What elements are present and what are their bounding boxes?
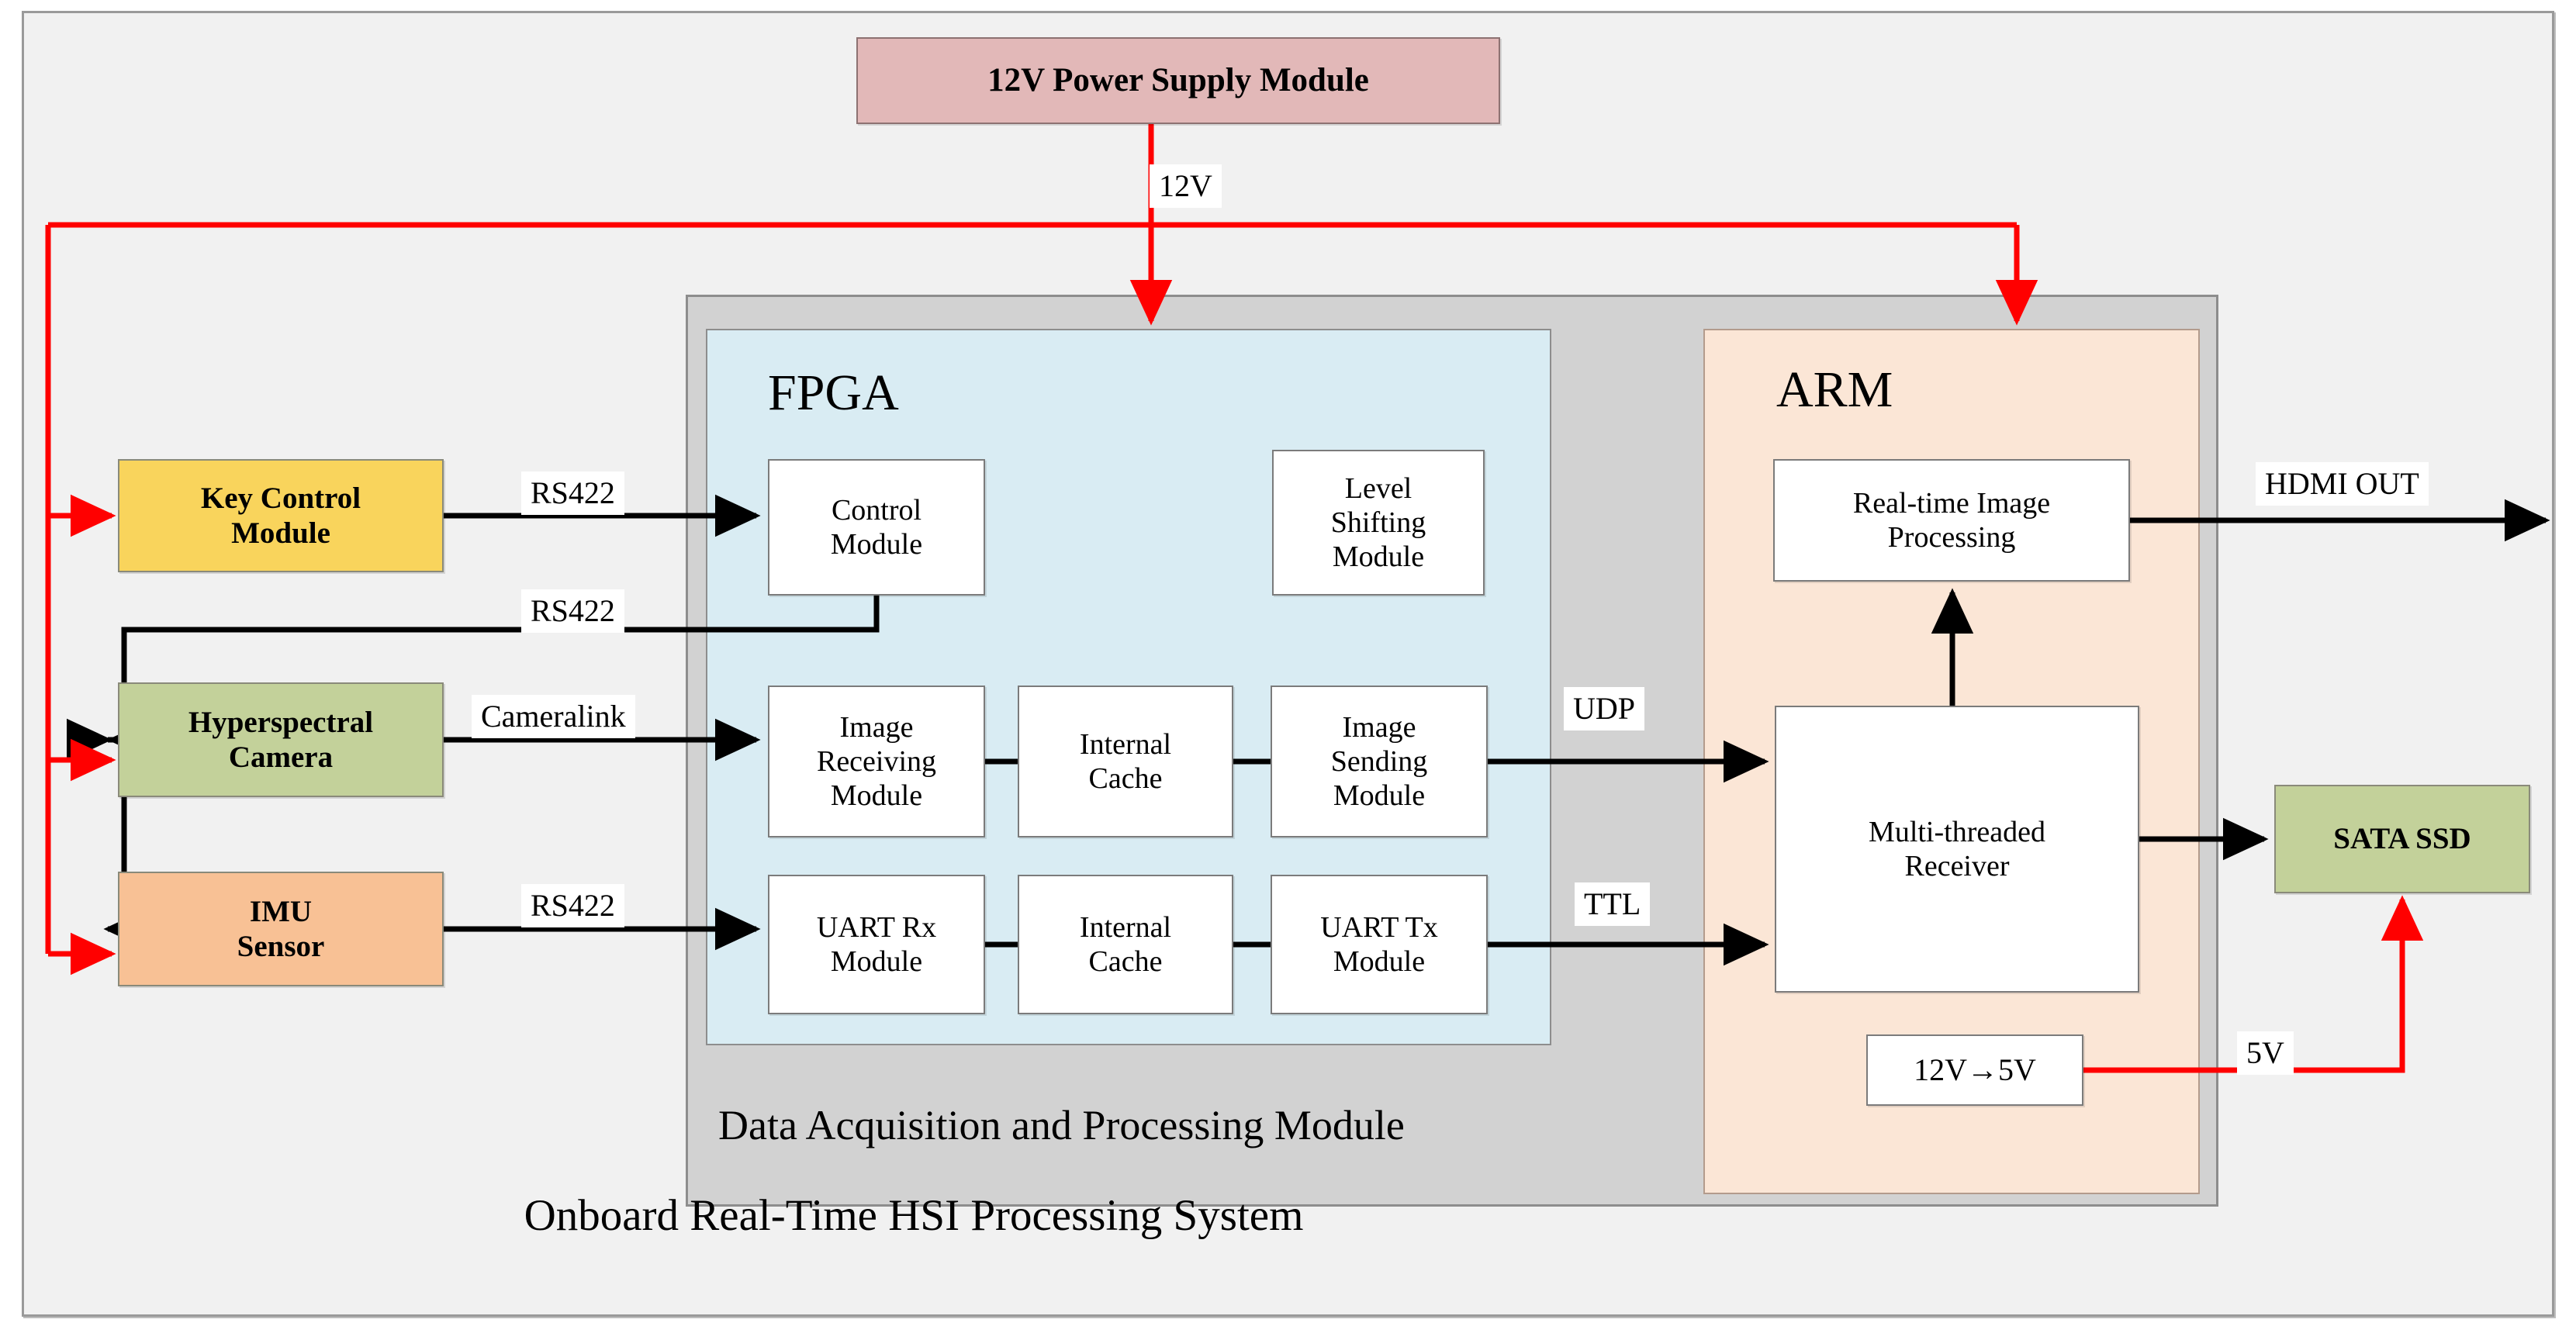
fpga-region-title: FPGA <box>768 364 899 421</box>
edge-label-5v: 5V <box>2237 1031 2294 1075</box>
edge-label-imu-rs422: RS422 <box>521 884 624 927</box>
voltage-converter-block[interactable]: 12V→5V <box>1866 1034 2083 1106</box>
edge-label-control-return-rs422: RS422 <box>521 589 624 633</box>
power-supply-module[interactable]: 12V Power Supply Module <box>856 37 1500 124</box>
system-caption: Onboard Real-Time HSI Processing System <box>524 1190 1304 1240</box>
data-acquisition-module-caption: Data Acquisition and Processing Module <box>718 1101 1405 1148</box>
edge-label-hdmi-out: HDMI OUT <box>2256 462 2429 506</box>
edge-label-udp: UDP <box>1564 687 1645 730</box>
arm-region-title: ARM <box>1776 361 1893 418</box>
sata-ssd-module[interactable]: SATA SSD <box>2274 785 2530 893</box>
edge-label-ttl: TTL <box>1575 882 1651 926</box>
edge-label-cameralink: Cameralink <box>472 695 635 738</box>
edge-label-key-to-control-rs422: RS422 <box>521 471 624 515</box>
edge-label-power-12v: 12V <box>1150 164 1222 208</box>
